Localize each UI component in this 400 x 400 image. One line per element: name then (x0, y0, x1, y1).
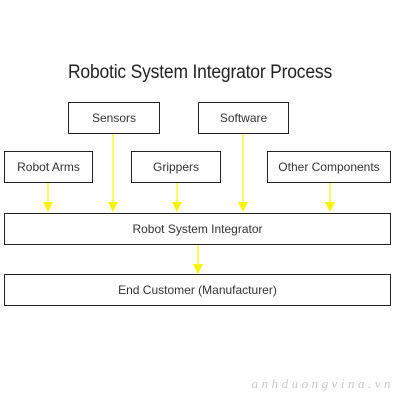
node-other-components: Other Components (267, 151, 391, 183)
node-robot-system-integrator: Robot System Integrator (4, 213, 391, 245)
arrowhead-other-components (325, 202, 335, 212)
arrowhead-end-customer (193, 264, 203, 274)
node-grippers: Grippers (131, 151, 221, 183)
node-sensors: Sensors (68, 102, 160, 134)
arrowhead-robot-arms (43, 202, 53, 212)
node-end-customer: End Customer (Manufacturer) (4, 274, 391, 306)
arrowhead-software (238, 202, 248, 212)
arrowhead-grippers (172, 202, 182, 212)
node-robot-arms: Robot Arms (4, 151, 93, 183)
watermark: anhduongvina.vn (251, 376, 394, 391)
node-software: Software (198, 102, 289, 134)
diagram-title: Robotic System Integrator Process (67, 62, 333, 83)
arrowhead-sensors (108, 202, 118, 212)
